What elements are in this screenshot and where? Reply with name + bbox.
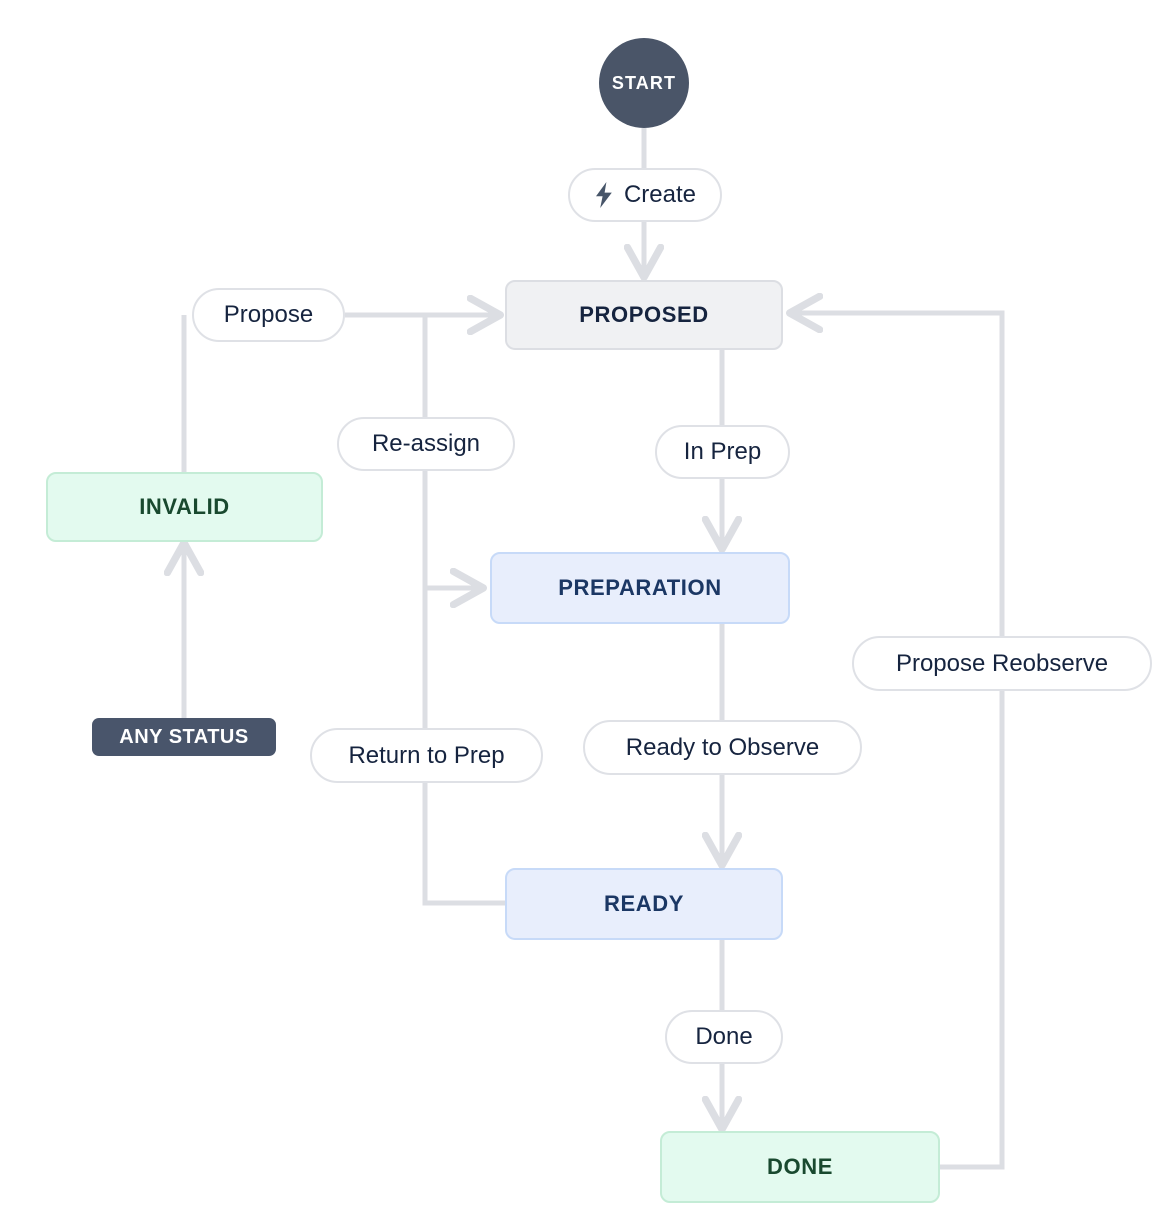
- transition-ready-to-observe-label: Ready to Observe: [625, 733, 820, 761]
- transition-re-assign[interactable]: Re-assign: [337, 417, 515, 471]
- edge-returntoprep-lower: [422, 782, 505, 906]
- node-done-label: DONE: [767, 1154, 833, 1179]
- node-preparation[interactable]: PREPARATION: [490, 552, 790, 624]
- node-any-status[interactable]: ANY STATUS: [92, 718, 276, 756]
- node-invalid-label: INVALID: [139, 494, 230, 519]
- node-done[interactable]: DONE: [660, 1131, 940, 1203]
- node-ready-label: READY: [603, 891, 684, 916]
- transition-propose-reobserve[interactable]: Propose Reobserve: [852, 636, 1152, 691]
- transition-return-to-prep-label: Return to Prep: [348, 741, 505, 769]
- transition-done-label: Done: [695, 1023, 753, 1050]
- node-any-status-label: ANY STATUS: [119, 725, 249, 748]
- node-ready[interactable]: READY: [505, 868, 783, 940]
- edge-reobserve-to-proposed: [793, 313, 1005, 636]
- transition-create-label: Create: [623, 181, 697, 208]
- transition-create[interactable]: Create: [568, 168, 722, 222]
- node-start[interactable]: START: [599, 38, 689, 128]
- transition-ready-to-observe[interactable]: Ready to Observe: [583, 720, 862, 775]
- lightning-bolt-icon: [594, 182, 614, 208]
- node-proposed-label: PROPOSED: [579, 302, 709, 327]
- node-proposed[interactable]: PROPOSED: [505, 280, 783, 350]
- node-invalid[interactable]: INVALID: [46, 472, 323, 542]
- transition-propose[interactable]: Propose: [192, 288, 345, 342]
- transition-in-prep-label: In Prep: [683, 438, 762, 465]
- transition-in-prep[interactable]: In Prep: [655, 425, 790, 479]
- edge-done-to-reobserve: [940, 690, 1005, 1170]
- transition-propose-label: Propose: [223, 301, 314, 328]
- transition-propose-reobserve-label: Propose Reobserve: [895, 649, 1109, 677]
- transition-re-assign-label: Re-assign: [371, 430, 481, 457]
- transition-return-to-prep[interactable]: Return to Prep: [310, 728, 543, 783]
- node-preparation-label: PREPARATION: [558, 575, 722, 600]
- node-start-label: START: [611, 72, 677, 93]
- transition-done[interactable]: Done: [665, 1010, 783, 1064]
